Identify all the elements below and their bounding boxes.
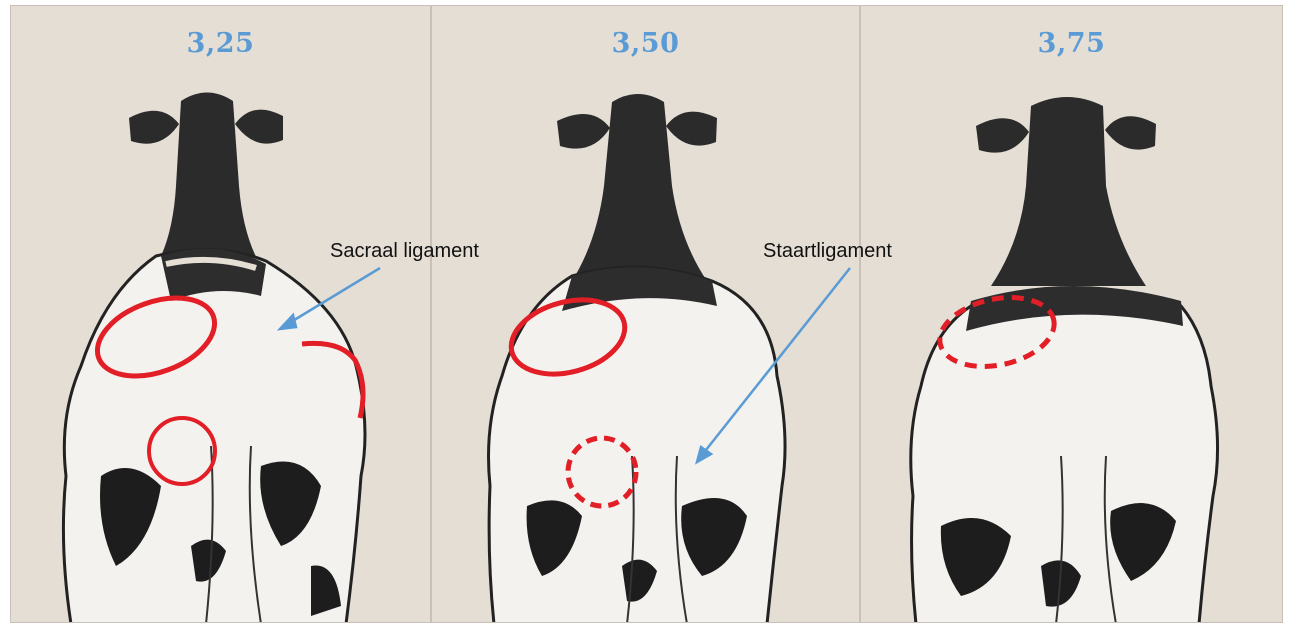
tail-ligament-label: Staartligament (763, 240, 892, 263)
marker-solid (149, 418, 215, 484)
marker-dashed (568, 438, 636, 506)
arrow-head (280, 315, 296, 329)
tail-ligament-arrow (702, 268, 850, 455)
marker-solid (87, 283, 226, 391)
sacral-ligament-label: Sacraal ligament (330, 240, 479, 263)
marker-dashed (933, 288, 1060, 377)
arrow-head (697, 447, 711, 462)
marker-arc (302, 343, 363, 418)
sacral-ligament-arrow (286, 268, 380, 325)
marker-solid (503, 288, 633, 386)
